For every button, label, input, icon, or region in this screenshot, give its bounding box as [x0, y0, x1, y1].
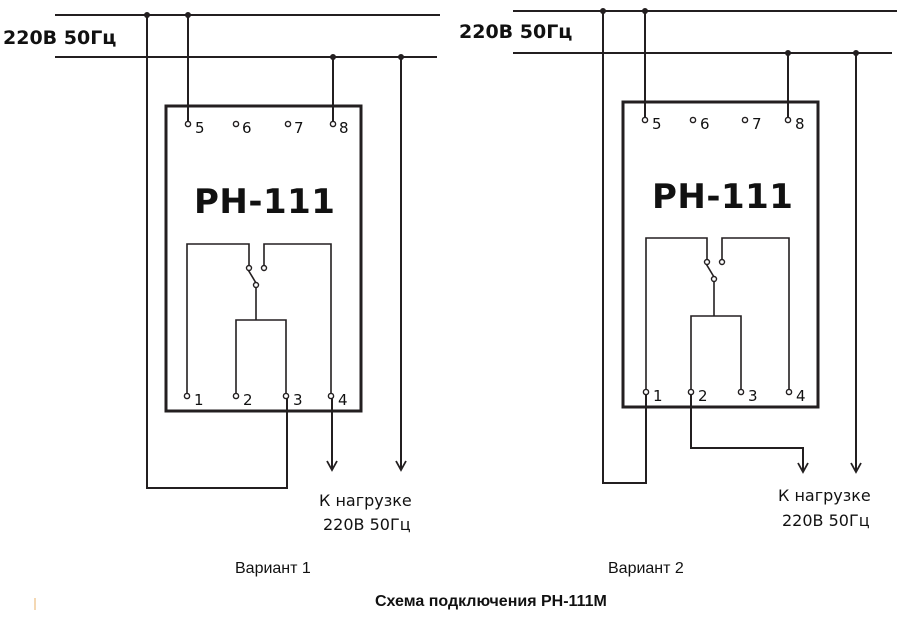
- v1-load-arrow: [395, 460, 407, 472]
- v2-switch-common: [710, 275, 718, 283]
- v1-load-label-line2: 220В 50Гц: [323, 515, 411, 534]
- v1-pin1-terminal: [183, 392, 191, 400]
- v1-switch-contact: [260, 264, 268, 272]
- v2-pin7-label: 7: [752, 115, 762, 133]
- v2-pin1-label: 1: [653, 387, 663, 405]
- v1-pin2-terminal: [232, 392, 240, 400]
- v2-pin2-terminal: [687, 388, 695, 396]
- v2-pin6-terminal: [689, 116, 697, 124]
- v2-pin1-terminal: [642, 388, 650, 396]
- v1-pin4-terminal: [327, 392, 335, 400]
- v2-pin4-terminal: [785, 388, 793, 396]
- v1-internal-wire-pin1: [186, 243, 250, 394]
- v1-pin7-terminal: [284, 120, 292, 128]
- v1-pin1-label: 1: [194, 391, 204, 409]
- v1-switch-contact: [245, 264, 253, 272]
- variant-1-label: Вариант 1: [235, 560, 311, 577]
- v2-wire-load-pin2: [690, 392, 804, 470]
- v1-internal-wire-pin4: [263, 243, 332, 394]
- v1-load-arrow: [326, 460, 338, 472]
- v2-internal-wire-pin1: [645, 237, 708, 390]
- v2-pin6-label: 6: [700, 115, 710, 133]
- v1-pin3-terminal: [282, 392, 290, 400]
- v1-switch-common: [252, 281, 260, 289]
- v2-pin2-label: 2: [698, 387, 708, 405]
- v1-pin6-terminal: [232, 120, 240, 128]
- v2-wire-loop-pin1: [602, 11, 647, 484]
- variant-2-diagram: 220В 50Гц РН-111 5 6 7 8: [459, 8, 897, 530]
- v1-pin8-label: 8: [339, 119, 349, 137]
- v2-load-label-line1: К нагрузке: [778, 486, 871, 505]
- v1-load-label-line1: К нагрузке: [319, 491, 412, 510]
- v1-relay-model: РН-111: [194, 182, 335, 222]
- v2-relay-box: [621, 100, 820, 409]
- v1-pin5-terminal: [184, 120, 192, 128]
- v1-relay-box: [164, 104, 363, 413]
- v2-pin4-label: 4: [796, 387, 806, 405]
- v2-pin3-label: 3: [748, 387, 758, 405]
- v2-pin7-terminal: [741, 116, 749, 124]
- v1-wire-loop-pin3: [146, 15, 288, 489]
- v2-pin5-terminal: [641, 116, 649, 124]
- v1-supply-label: 220В 50Гц: [3, 27, 116, 49]
- v2-load-label-line2: 220В 50Гц: [782, 511, 870, 530]
- v1-pin4-label: 4: [338, 391, 348, 409]
- v2-pin8-terminal: [784, 116, 792, 124]
- v1-pin6-label: 6: [242, 119, 252, 137]
- v2-pin8-label: 8: [795, 115, 805, 133]
- v1-pin3-label: 3: [293, 391, 303, 409]
- v2-switch-contact: [703, 258, 711, 266]
- variant-1-diagram: 220В 50Гц РН-111 5 6 7 8: [3, 12, 440, 534]
- v2-internal-wire-pin2-3: [690, 315, 742, 390]
- v1-pin5-label: 5: [195, 119, 205, 137]
- v1-pin7-label: 7: [294, 119, 304, 137]
- v2-switch-contact: [718, 258, 726, 266]
- v2-relay-model: РН-111: [652, 177, 793, 217]
- v2-pin3-terminal: [737, 388, 745, 396]
- v1-internal-wire-pin2-3: [235, 319, 287, 394]
- v2-internal-wire-pin4: [721, 237, 790, 390]
- v2-load-arrow: [850, 462, 862, 474]
- v2-supply-label: 220В 50Гц: [459, 21, 572, 43]
- v2-pin5-label: 5: [652, 115, 662, 133]
- diagram-caption: Схема подключения РН-111М: [375, 593, 607, 610]
- v1-pin2-label: 2: [243, 391, 253, 409]
- v1-pin8-terminal: [329, 120, 337, 128]
- v2-load-arrow: [797, 462, 809, 474]
- variant-2-label: Вариант 2: [608, 560, 684, 577]
